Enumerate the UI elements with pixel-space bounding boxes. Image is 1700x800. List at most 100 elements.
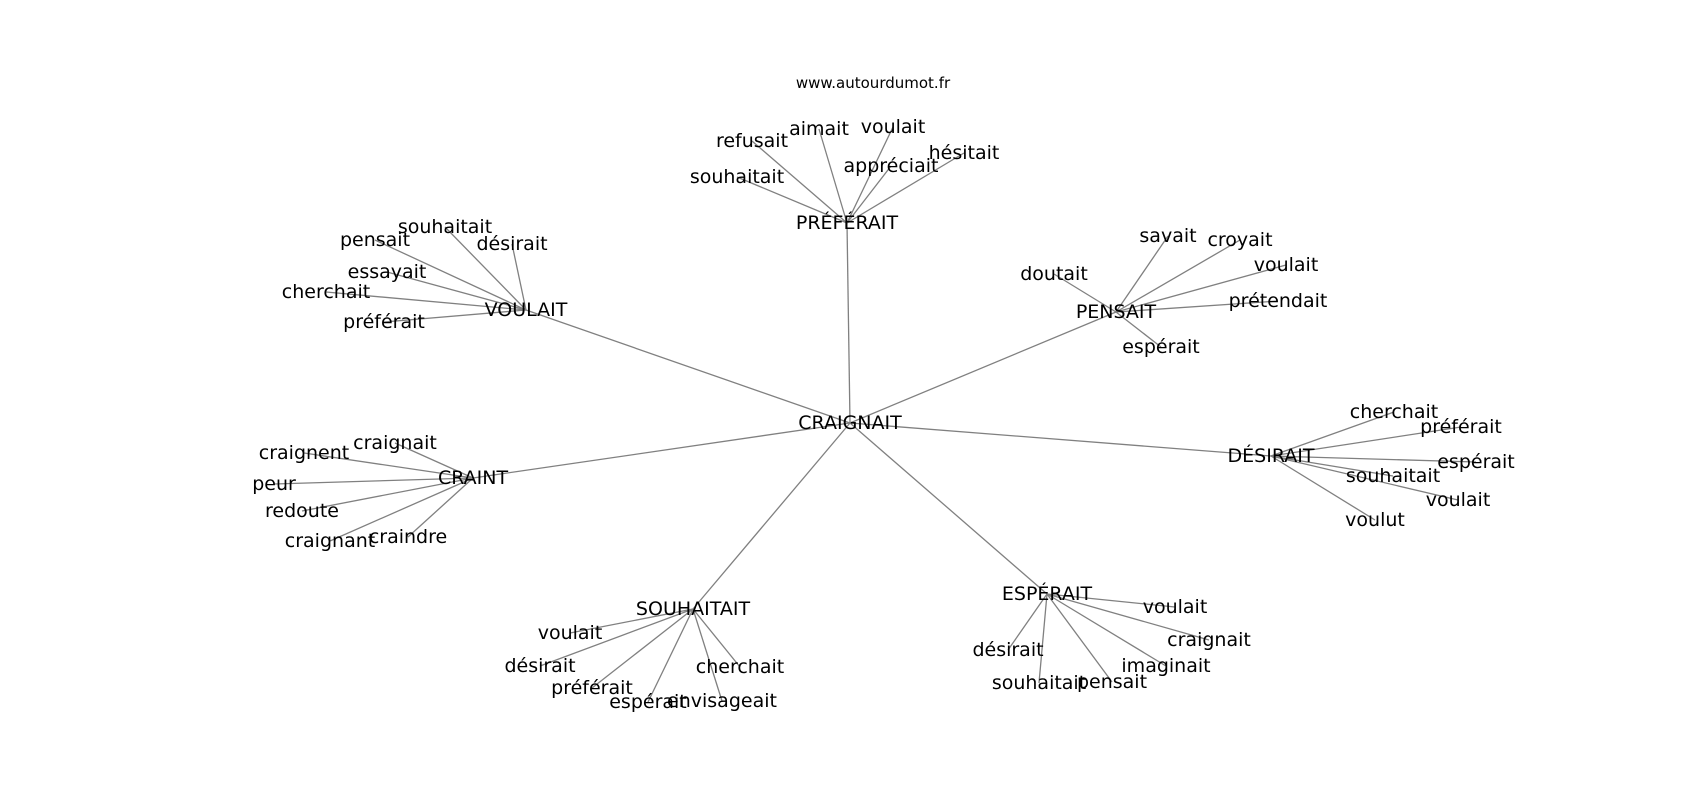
synonym-word-node[interactable]: essayait <box>348 261 427 283</box>
synonym-word-node[interactable]: pensait <box>340 229 410 251</box>
synonym-word-node[interactable]: refusait <box>716 130 788 152</box>
hub-word-node[interactable]: ESPÉRAIT <box>1002 582 1093 605</box>
synonym-word-node[interactable]: cherchait <box>1350 401 1438 423</box>
center-word-node[interactable]: CRAIGNAIT <box>798 412 902 434</box>
synonym-word-node[interactable]: voulait <box>538 622 603 644</box>
synonym-word-node[interactable]: craindre <box>369 526 447 548</box>
synonym-word-node[interactable]: désirait <box>504 655 575 677</box>
synonym-word-node[interactable]: cherchait <box>282 281 370 303</box>
synonym-word-node[interactable]: redoute <box>265 500 339 522</box>
edge-hub-to-leaf <box>303 452 474 479</box>
hub-word-node[interactable]: VOULAIT <box>485 299 568 321</box>
hub-word-node[interactable]: PENSAIT <box>1076 301 1157 323</box>
synonym-word-node[interactable]: hésitait <box>929 142 1000 164</box>
edge-hub-to-leaf <box>846 165 892 224</box>
edge-hub-to-leaf <box>846 126 894 224</box>
synonym-word-node[interactable]: savait <box>1139 225 1196 247</box>
edge-center-to-hub <box>525 309 851 424</box>
edge-hub-to-leaf <box>1270 411 1395 457</box>
synonym-word-node[interactable]: espérait <box>1437 451 1515 473</box>
synonym-word-node[interactable]: espérait <box>609 691 687 713</box>
edge-hub-to-leaf <box>736 176 848 224</box>
synonym-word-node[interactable]: voulait <box>1143 596 1208 618</box>
edge-hub-to-leaf <box>1007 593 1048 651</box>
edge-hub-to-leaf <box>407 477 474 538</box>
synonym-word-node[interactable]: voulut <box>1345 509 1405 531</box>
edge-center-to-hub <box>692 422 851 610</box>
edge-hub-to-leaf <box>1270 455 1477 463</box>
edge-hub-to-leaf <box>1115 300 1279 313</box>
edge-hub-to-leaf <box>329 477 474 542</box>
edge-center-to-hub <box>849 422 1048 595</box>
edge-hub-to-leaf <box>1046 593 1113 683</box>
synonym-word-node[interactable]: souhaitait <box>1346 465 1440 487</box>
synonym-word-node[interactable]: pensait <box>1077 671 1147 693</box>
synonym-word-node[interactable]: préférait <box>1420 416 1502 438</box>
synonym-word-node[interactable]: voulait <box>1254 254 1319 276</box>
synonym-word-node[interactable]: doutait <box>1020 263 1088 285</box>
edge-hub-to-leaf <box>444 226 527 311</box>
synonym-word-node[interactable]: appréciait <box>844 155 939 177</box>
edge-hub-to-leaf <box>692 608 741 668</box>
edge-hub-to-leaf <box>394 442 474 479</box>
synonym-word-node[interactable]: craignant <box>285 530 375 552</box>
edge-hub-to-leaf <box>818 128 848 224</box>
synonym-word-node[interactable]: espérait <box>1122 336 1200 358</box>
edge-hub-to-leaf <box>1270 426 1462 457</box>
hub-word-node[interactable]: SOUHAITAIT <box>636 598 751 620</box>
edge-hub-to-leaf <box>301 477 474 512</box>
edge-hub-to-leaf <box>511 243 527 311</box>
edge-hub-to-leaf <box>1270 455 1459 501</box>
edge-hub-to-leaf <box>846 152 965 224</box>
synonym-word-node[interactable]: craignait <box>353 432 437 454</box>
edge-hub-to-leaf <box>1115 235 1169 313</box>
synonym-word-node[interactable]: cherchait <box>696 656 784 678</box>
hub-word-node[interactable]: CRAINT <box>438 467 509 489</box>
synonym-word-node[interactable]: imaginait <box>1121 655 1210 677</box>
synonym-word-node[interactable]: préférait <box>551 677 633 699</box>
edge-hub-to-leaf <box>1270 455 1394 477</box>
synonym-word-node[interactable]: désirait <box>972 639 1043 661</box>
synonym-word-node[interactable]: peur <box>252 473 296 495</box>
edge-hub-to-leaf <box>1115 264 1287 313</box>
edge-hub-to-leaf <box>1046 593 1176 608</box>
edge-hub-to-leaf <box>383 309 527 323</box>
site-watermark[interactable]: www.autourdumot.fr <box>796 74 951 92</box>
synonym-word-node[interactable]: aimait <box>789 118 849 140</box>
edge-center-to-hub <box>846 222 851 424</box>
edge-hub-to-leaf <box>647 608 694 703</box>
graph-edges <box>273 126 1477 703</box>
edge-hub-to-leaf <box>569 608 694 634</box>
edge-hub-to-leaf <box>692 608 723 702</box>
edge-hub-to-leaf <box>1270 455 1376 521</box>
edge-hub-to-leaf <box>386 271 527 311</box>
synonym-word-node[interactable]: voulait <box>861 116 926 138</box>
edge-hub-to-leaf <box>1046 593 1167 667</box>
synonym-word-node[interactable]: prétendait <box>1229 290 1328 312</box>
edge-hub-to-leaf <box>1115 239 1241 313</box>
synonym-word-node[interactable]: voulait <box>1426 489 1491 511</box>
edge-center-to-hub <box>472 422 851 479</box>
hub-word-node[interactable]: DÉSIRAIT <box>1228 444 1315 467</box>
synonym-word-node[interactable]: souhaitait <box>992 672 1086 694</box>
synonym-word-node[interactable]: envisageait <box>667 690 777 712</box>
synonym-word-node[interactable]: craignent <box>259 442 349 464</box>
edge-hub-to-leaf <box>751 140 848 224</box>
synonym-word-node[interactable]: désirait <box>476 233 547 255</box>
edge-hub-to-leaf <box>1046 593 1210 641</box>
edge-hub-to-leaf <box>591 608 694 689</box>
hub-word-node[interactable]: PRÉFÉRAIT <box>796 211 899 234</box>
synonym-word-node[interactable]: souhaitait <box>398 216 492 238</box>
edge-hub-to-leaf <box>374 239 527 311</box>
synonym-word-node[interactable]: craignait <box>1167 629 1251 651</box>
edge-hub-to-leaf <box>1053 273 1117 313</box>
edge-hub-to-leaf <box>1038 593 1048 684</box>
synonym-word-node[interactable]: croyait <box>1207 229 1272 251</box>
synonym-word-node[interactable]: souhaitait <box>690 166 784 188</box>
edge-center-to-hub <box>849 422 1272 457</box>
edge-hub-to-leaf <box>273 477 474 485</box>
edge-hub-to-leaf <box>1115 311 1162 348</box>
synonym-word-node[interactable]: préférait <box>343 311 425 333</box>
